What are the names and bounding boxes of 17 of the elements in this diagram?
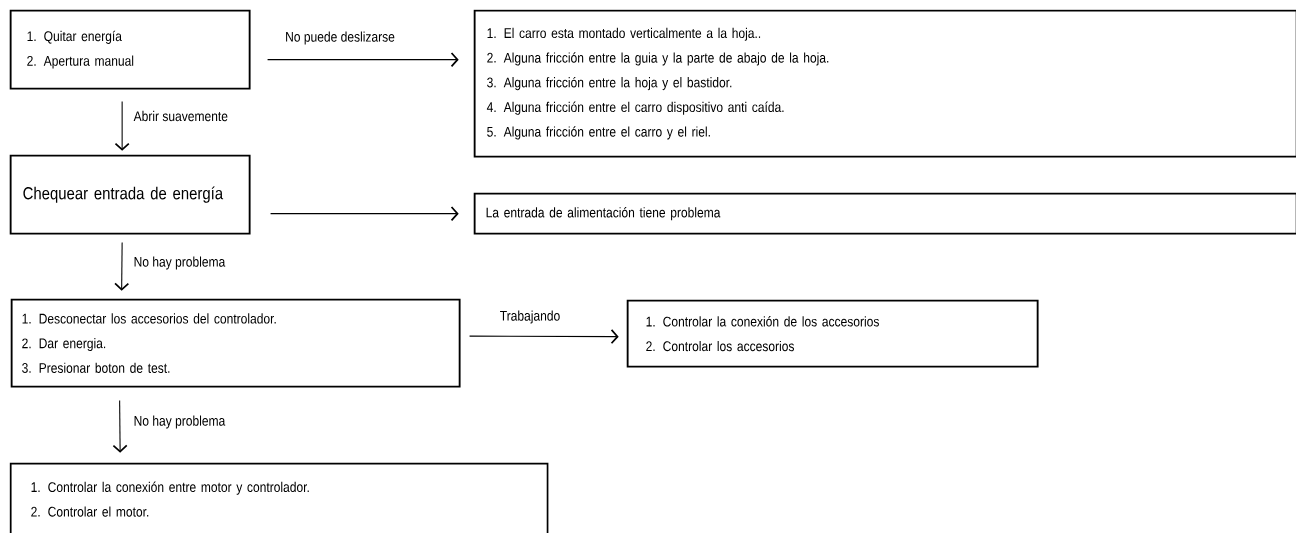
edge-label: Trabajando	[498, 309, 562, 325]
process-box: 1. El carro esta montado verticalmente a la hoja.. 2. Alguna fricción entre la guia y la parte de abajo de la hoja. 3. Alguna fricción entre la hoja y el bastidor. 4. Alguna fricción entre el carro dispositivo anti caída. 5. Alguna fricción entre el carro y el riel.	[473, 9, 1296, 158]
arrow	[112, 400, 128, 453]
process-box: Chequear entrada de energía	[9, 154, 251, 235]
arrow	[469, 329, 619, 345]
process-box: 1. Controlar la conexión de los accesorios 2. Controlar los accesorios	[626, 299, 1039, 368]
edge-label: No hay problema	[132, 255, 227, 271]
arrow	[270, 206, 459, 222]
edge-label: No hay problema	[132, 414, 227, 430]
process-box: 1. Desconectar los accesorios del controlador. 2. Dar energia. 3. Presionar boton de test.	[10, 298, 461, 388]
arrow	[114, 242, 130, 291]
process-box: 1. Quitar energía 2. Apertura manual	[9, 9, 251, 90]
process-box: La entrada de alimentación tiene problema	[473, 192, 1296, 235]
process-box: 1. Controlar la conexión entre motor y controlador. 2. Controlar el motor.	[9, 462, 549, 533]
edge-label: No puede deslizarse	[283, 30, 397, 46]
arrow	[267, 52, 459, 68]
arrow	[114, 101, 130, 151]
